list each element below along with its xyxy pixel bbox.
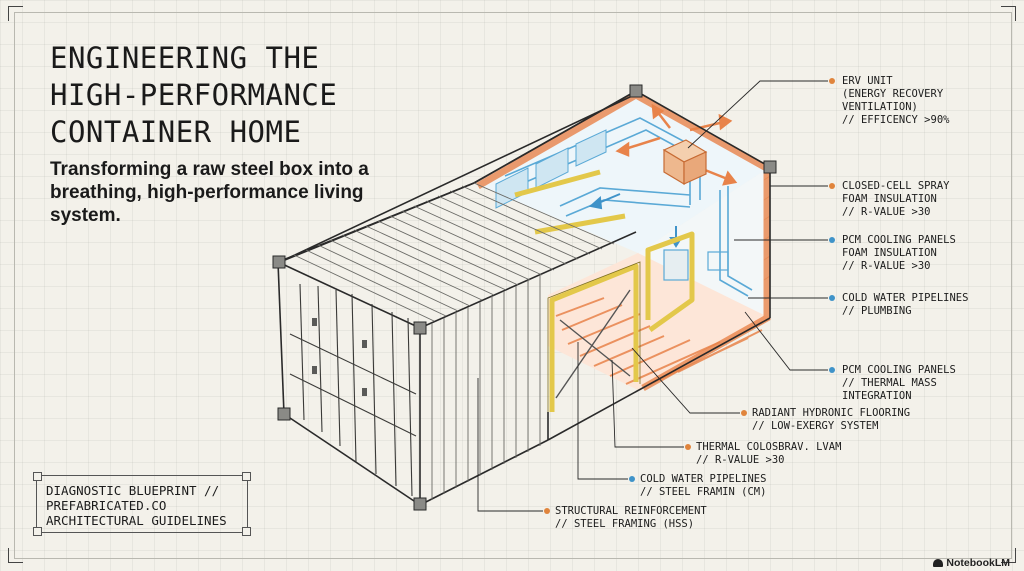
roof-corrugation — [293, 182, 615, 322]
brand-text: NotebookLM — [946, 557, 1010, 569]
callout-line: // STEEL FRAMIN (CM) — [640, 486, 767, 498]
footer-corner — [242, 472, 251, 481]
leader-dots — [544, 78, 835, 514]
corner-mark — [1001, 548, 1016, 563]
pcm-panels — [495, 129, 607, 209]
callout-structural: STRUCTURAL REINFORCEMENT // STEEL FRAMIN… — [555, 505, 707, 531]
callout-line: THERMAL COLOSBRAV. LVAM — [696, 441, 842, 453]
callout-line: ERV UNIT — [842, 75, 893, 87]
callout-line: FOAM INSULATION — [842, 193, 937, 205]
corner-mark — [1001, 6, 1016, 21]
page-title: ENGINEERING THE HIGH-PERFORMANCE CONTAIN… — [50, 40, 337, 151]
callout-cold-water-plumbing: COLD WATER PIPELINES // PLUMBING — [842, 292, 968, 318]
side-corrugation — [431, 275, 541, 500]
callout-spray-foam: CLOSED-CELL SPRAY FOAM INSULATION // R-V… — [842, 180, 949, 219]
footer-line: ARCHITECTURAL GUIDELINES — [46, 513, 227, 528]
notebooklm-icon — [933, 559, 944, 567]
callout-line: // R-VALUE >30 — [696, 454, 785, 466]
corner-castings — [272, 84, 777, 511]
callout-line: PCM COOLING PANELS — [842, 364, 956, 376]
erv-unit — [662, 139, 708, 186]
steel-frame-outline — [547, 261, 641, 412]
callout-erv-unit: ERV UNIT (ENERGY RECOVERY VENTILATION) /… — [842, 75, 949, 127]
water-tank — [663, 249, 729, 281]
airflow-arrows — [615, 103, 738, 186]
callout-line: // R-VALUE >30 — [842, 206, 931, 218]
title-line: CONTAINER HOME — [50, 115, 302, 149]
callout-line: // LOW-EXERGY SYSTEM — [752, 420, 879, 432]
steel-braces — [555, 289, 631, 399]
callout-line: // THERMAL MASS — [842, 377, 937, 389]
footer-corner — [242, 527, 251, 536]
callout-line: CLOSED-CELL SPRAY — [842, 180, 950, 192]
spray-foam-hatch — [763, 175, 771, 301]
callout-line: FOAM INSULATION — [842, 247, 937, 259]
door-hinges — [312, 318, 367, 396]
callout-line: COLD WATER PIPELINES — [640, 473, 767, 485]
callout-line: // PLUMBING — [842, 305, 912, 317]
page-subtitle: Transforming a raw steel box into a brea… — [50, 159, 369, 226]
callout-line: PCM COOLING PANELS — [842, 234, 956, 246]
corner-mark — [8, 6, 23, 21]
footer-corner — [33, 472, 42, 481]
callout-line: STRUCTURAL REINFORCEMENT — [555, 505, 707, 517]
callout-line: // R-VALUE >30 — [842, 260, 931, 272]
callout-thermal: THERMAL COLOSBRAV. LVAM // R-VALUE >30 — [696, 441, 841, 467]
callout-line: COLD WATER PIPELINES — [842, 292, 969, 304]
blueprint-frame — [14, 12, 1012, 559]
callout-radiant-flooring: RADIANT HYDRONIC FLOORING // LOW-EXERGY … — [752, 407, 910, 433]
brand-label: NotebookLM — [933, 557, 1010, 569]
footer-line: PREFABRICATED.CO — [46, 498, 167, 513]
container-doors — [289, 283, 417, 497]
title-line: ENGINEERING THE — [50, 41, 320, 75]
callout-line: VENTILATION) — [842, 101, 918, 113]
callout-pcm-foam: PCM COOLING PANELS FOAM INSULATION // R-… — [842, 234, 956, 273]
leader-lines — [477, 80, 828, 512]
footer-corner — [33, 527, 42, 536]
callout-line: INTEGRATION — [842, 390, 912, 402]
callout-line: (ENERGY RECOVERY — [842, 88, 944, 100]
title-line: HIGH-PERFORMANCE — [50, 78, 338, 112]
steel-frames — [514, 169, 695, 412]
callout-line: RADIANT HYDRONIC FLOORING — [752, 407, 911, 419]
callout-line: // EFFICENCY >90% — [842, 114, 950, 126]
callout-pcm-thermal: PCM COOLING PANELS // THERMAL MASS INTEG… — [842, 364, 956, 403]
callout-cold-water-steel: COLD WATER PIPELINES // STEEL FRAMIN (CM… — [640, 473, 766, 499]
corner-mark — [8, 548, 23, 563]
callout-line: // STEEL FRAMING (HSS) — [555, 518, 695, 530]
footer-line: DIAGNOSTIC BLUEPRINT // — [46, 483, 220, 498]
footer-box: DIAGNOSTIC BLUEPRINT // PREFABRICATED.CO… — [33, 472, 251, 536]
